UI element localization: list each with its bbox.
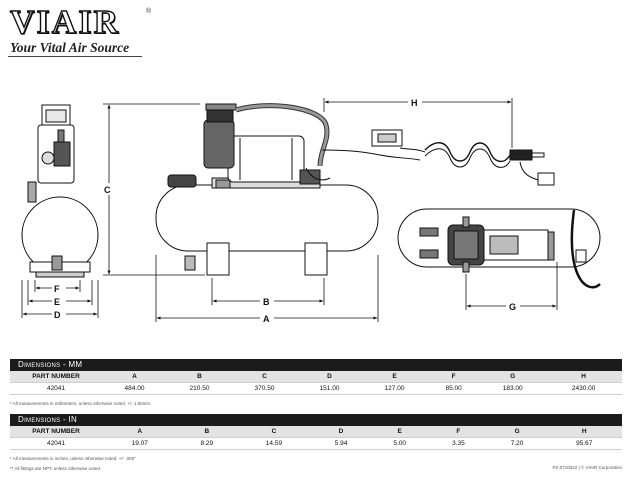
dimensions-mm-section: Dimensions - MM PART NUMBER A B C D E F … bbox=[10, 359, 622, 395]
front-view-foot-right bbox=[304, 242, 328, 276]
technical-drawing: C B A H G F E D bbox=[21, 96, 601, 324]
cell-e: 5.00 bbox=[370, 437, 430, 450]
col-d: D bbox=[311, 426, 371, 438]
cell-f: 3.35 bbox=[429, 437, 488, 450]
footer-copyright: PZ-0710022 | © VIAIR Corporation bbox=[552, 465, 622, 470]
dimensions-mm-table: PART NUMBER A B C D E F G H 42041 484.00… bbox=[10, 371, 622, 395]
dimension-letters: C B A H G F E D bbox=[52, 96, 520, 324]
cell-a: 484.00 bbox=[102, 382, 167, 395]
table-header-row: PART NUMBER A B C D E F G H bbox=[10, 426, 622, 438]
col-h: H bbox=[546, 426, 622, 438]
front-view-foot-left bbox=[206, 242, 230, 276]
table-row: 42041 484.00 210.50 370.50 151.00 127.00… bbox=[10, 382, 622, 395]
in-note: * All measurements in inches, unless oth… bbox=[10, 456, 136, 461]
col-e: E bbox=[362, 371, 427, 383]
col-c: C bbox=[232, 371, 297, 383]
dimensions-in-title: Dimensions - IN bbox=[10, 414, 622, 426]
dimensions-mm-title: Dimensions - MM bbox=[10, 359, 622, 371]
col-d: D bbox=[297, 371, 362, 383]
dim-label-b: B bbox=[263, 297, 270, 307]
top-view-hose bbox=[570, 209, 601, 289]
col-b: B bbox=[167, 371, 232, 383]
dim-label-a: A bbox=[263, 314, 270, 324]
front-view-cylinder bbox=[203, 119, 235, 169]
col-part-number: PART NUMBER bbox=[10, 371, 102, 383]
dim-label-c: C bbox=[104, 185, 111, 195]
front-view-motor bbox=[227, 135, 305, 183]
cell-g: 7.20 bbox=[487, 437, 547, 450]
col-part-number: PART NUMBER bbox=[10, 426, 102, 438]
dimensions-in-table: PART NUMBER A B C D E F G H 42041 19.07 … bbox=[10, 426, 622, 450]
col-a: A bbox=[102, 426, 178, 438]
front-view-tank bbox=[155, 184, 379, 252]
cell-part-number: 42041 bbox=[10, 437, 102, 450]
dim-label-d: D bbox=[54, 310, 61, 320]
cell-c: 370.50 bbox=[232, 382, 297, 395]
dim-label-h: H bbox=[411, 98, 418, 108]
registered-mark: ® bbox=[146, 8, 152, 15]
table-header-row: PART NUMBER A B C D E F G H bbox=[10, 371, 622, 383]
leader-hose-and-harness bbox=[235, 103, 555, 186]
cell-part-number: 42041 bbox=[10, 382, 102, 395]
col-h: H bbox=[545, 371, 622, 383]
col-f: F bbox=[427, 371, 481, 383]
col-g: G bbox=[480, 371, 546, 383]
tagline-rule bbox=[8, 56, 142, 57]
fittings-note: ** All fittings are NPT, unless otherwis… bbox=[10, 466, 102, 471]
cell-a: 19.07 bbox=[102, 437, 178, 450]
dim-label-e: E bbox=[54, 297, 60, 307]
cell-g: 183.00 bbox=[480, 382, 546, 395]
front-view bbox=[155, 103, 379, 276]
cell-b: 210.50 bbox=[167, 382, 232, 395]
col-f: F bbox=[429, 426, 488, 438]
col-c: C bbox=[236, 426, 312, 438]
cell-h: 95.67 bbox=[546, 437, 622, 450]
table-row: 42041 19.07 8.29 14.59 5.94 5.00 3.35 7.… bbox=[10, 437, 622, 450]
mm-note: * All measurements in millimeters, unles… bbox=[10, 401, 152, 406]
tagline: Your Vital Air Source bbox=[10, 40, 130, 55]
cell-b: 8.29 bbox=[177, 437, 237, 450]
cell-c: 14.59 bbox=[236, 437, 312, 450]
cell-h: 2430.00 bbox=[545, 382, 622, 395]
cell-f: 85.00 bbox=[427, 382, 481, 395]
dimensions-in-section: Dimensions - IN PART NUMBER A B C D E F … bbox=[10, 414, 622, 450]
end-view bbox=[21, 104, 99, 278]
viair-logo: VIAIR ® bbox=[9, 4, 151, 41]
col-e: E bbox=[370, 426, 430, 438]
col-b: B bbox=[177, 426, 237, 438]
cell-e: 127.00 bbox=[362, 382, 427, 395]
dim-label-g: G bbox=[509, 302, 516, 312]
front-view-check-valve bbox=[167, 174, 197, 188]
cell-d: 151.00 bbox=[297, 382, 362, 395]
top-view bbox=[397, 208, 601, 273]
col-g: G bbox=[487, 426, 547, 438]
col-a: A bbox=[102, 371, 167, 383]
logo-wordmark: VIAIR bbox=[9, 4, 121, 41]
cell-d: 5.94 bbox=[311, 437, 371, 450]
dim-label-f: F bbox=[54, 284, 60, 294]
